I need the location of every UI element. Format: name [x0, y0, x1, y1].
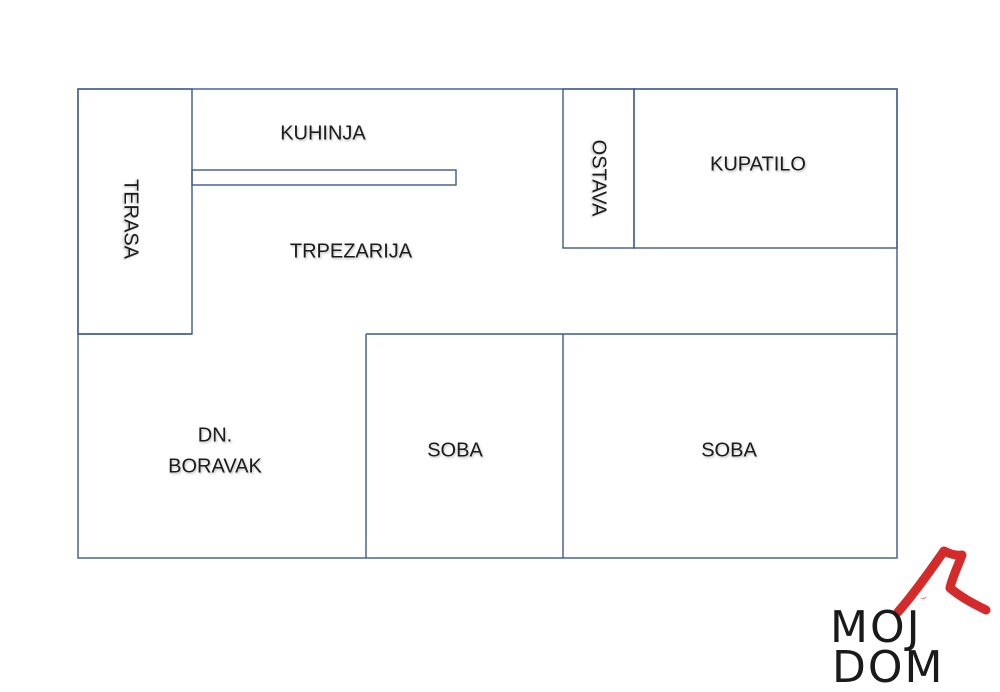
logo-line2: DOM [832, 642, 944, 692]
kitchen-label: KUHINJA [280, 122, 366, 144]
room-right-label: SOBA [701, 439, 757, 461]
logo-roof-icon [893, 546, 991, 617]
living-room-label-line2: BORAVAK [168, 455, 262, 477]
terrace-label: TERASA [120, 179, 142, 260]
logo-line1: MOJ [830, 602, 922, 653]
dining-label: TRPEZARIJA [290, 240, 413, 262]
storage-label: OSTAVA [588, 140, 610, 217]
kitchen-counter [191, 169, 457, 186]
walls [77, 88, 898, 559]
moj-dom-logo: MOJ DOM [830, 546, 991, 692]
room-middle-label: SOBA [427, 439, 483, 461]
living-room-label-line1: DN. [198, 424, 232, 446]
bathroom-label: KUPATILO [710, 153, 806, 175]
bathroom-room [633, 88, 898, 249]
